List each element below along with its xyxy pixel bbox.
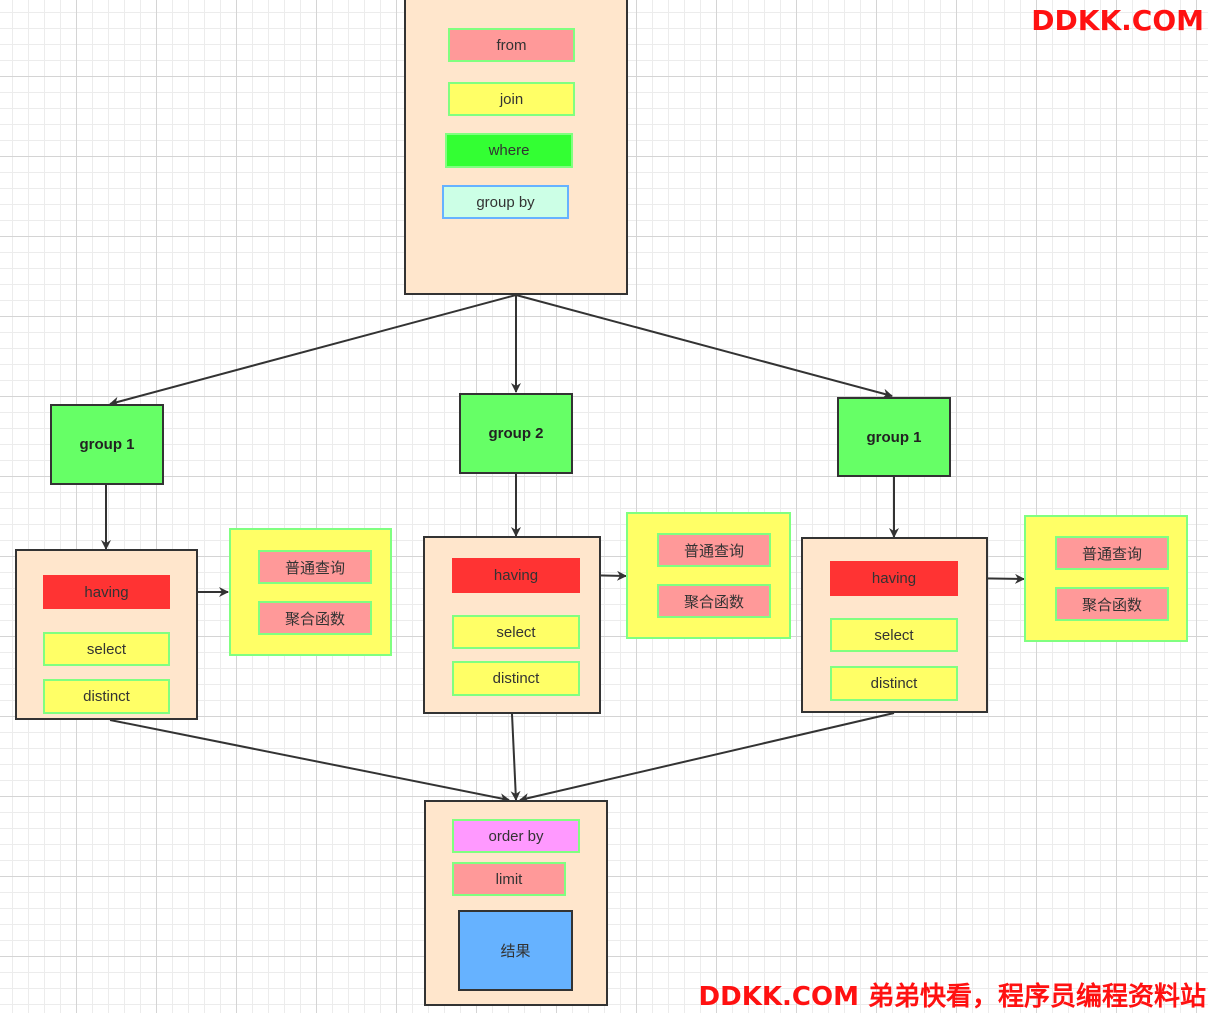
edge-steps-3-to-sink xyxy=(519,712,895,803)
having-node-1: having xyxy=(43,575,170,609)
group-box-1: group 1 xyxy=(50,404,164,485)
select-node-1: select xyxy=(43,632,170,666)
aggregate-function-node-3: 聚合函数 xyxy=(1055,587,1169,621)
distinct-node-1: distinct xyxy=(43,679,170,714)
limit-node: limit xyxy=(452,862,566,896)
from-node: from xyxy=(448,28,575,62)
having-node-3: having xyxy=(830,561,958,596)
having-panel-1 xyxy=(229,528,392,656)
distinct-node-3: distinct xyxy=(830,666,958,701)
select-node-2: select xyxy=(452,615,580,649)
where-node: where xyxy=(445,133,573,168)
group-by-node: group by xyxy=(442,185,569,219)
plain-query-node-3: 普通查询 xyxy=(1055,536,1169,570)
edge-source-to-group-1 xyxy=(109,294,517,407)
edge-source-to-group-3 xyxy=(515,294,893,399)
select-node-3: select xyxy=(830,618,958,652)
aggregate-function-node-1: 聚合函数 xyxy=(258,601,372,635)
watermark-top: DDKK.COM xyxy=(1031,4,1204,37)
distinct-node-2: distinct xyxy=(452,661,580,696)
aggregate-function-node-2: 聚合函数 xyxy=(657,584,771,618)
result-node: 结果 xyxy=(458,910,573,991)
having-panel-2 xyxy=(626,512,791,639)
having-node-2: having xyxy=(452,558,580,593)
group-box-3: group 1 xyxy=(837,397,951,477)
plain-query-node-2: 普通查询 xyxy=(657,533,771,567)
group-box-2: group 2 xyxy=(459,393,573,474)
edge-steps-1-to-sink xyxy=(109,719,510,804)
watermark-bottom: DDKK.COM 弟弟快看，程序员编程资料站 xyxy=(698,982,1206,1012)
order-by-node: order by xyxy=(452,819,580,853)
plain-query-node-1: 普通查询 xyxy=(258,550,372,584)
having-panel-3 xyxy=(1024,515,1188,642)
join-node: join xyxy=(448,82,575,116)
edge-steps-2-to-sink xyxy=(510,713,521,801)
